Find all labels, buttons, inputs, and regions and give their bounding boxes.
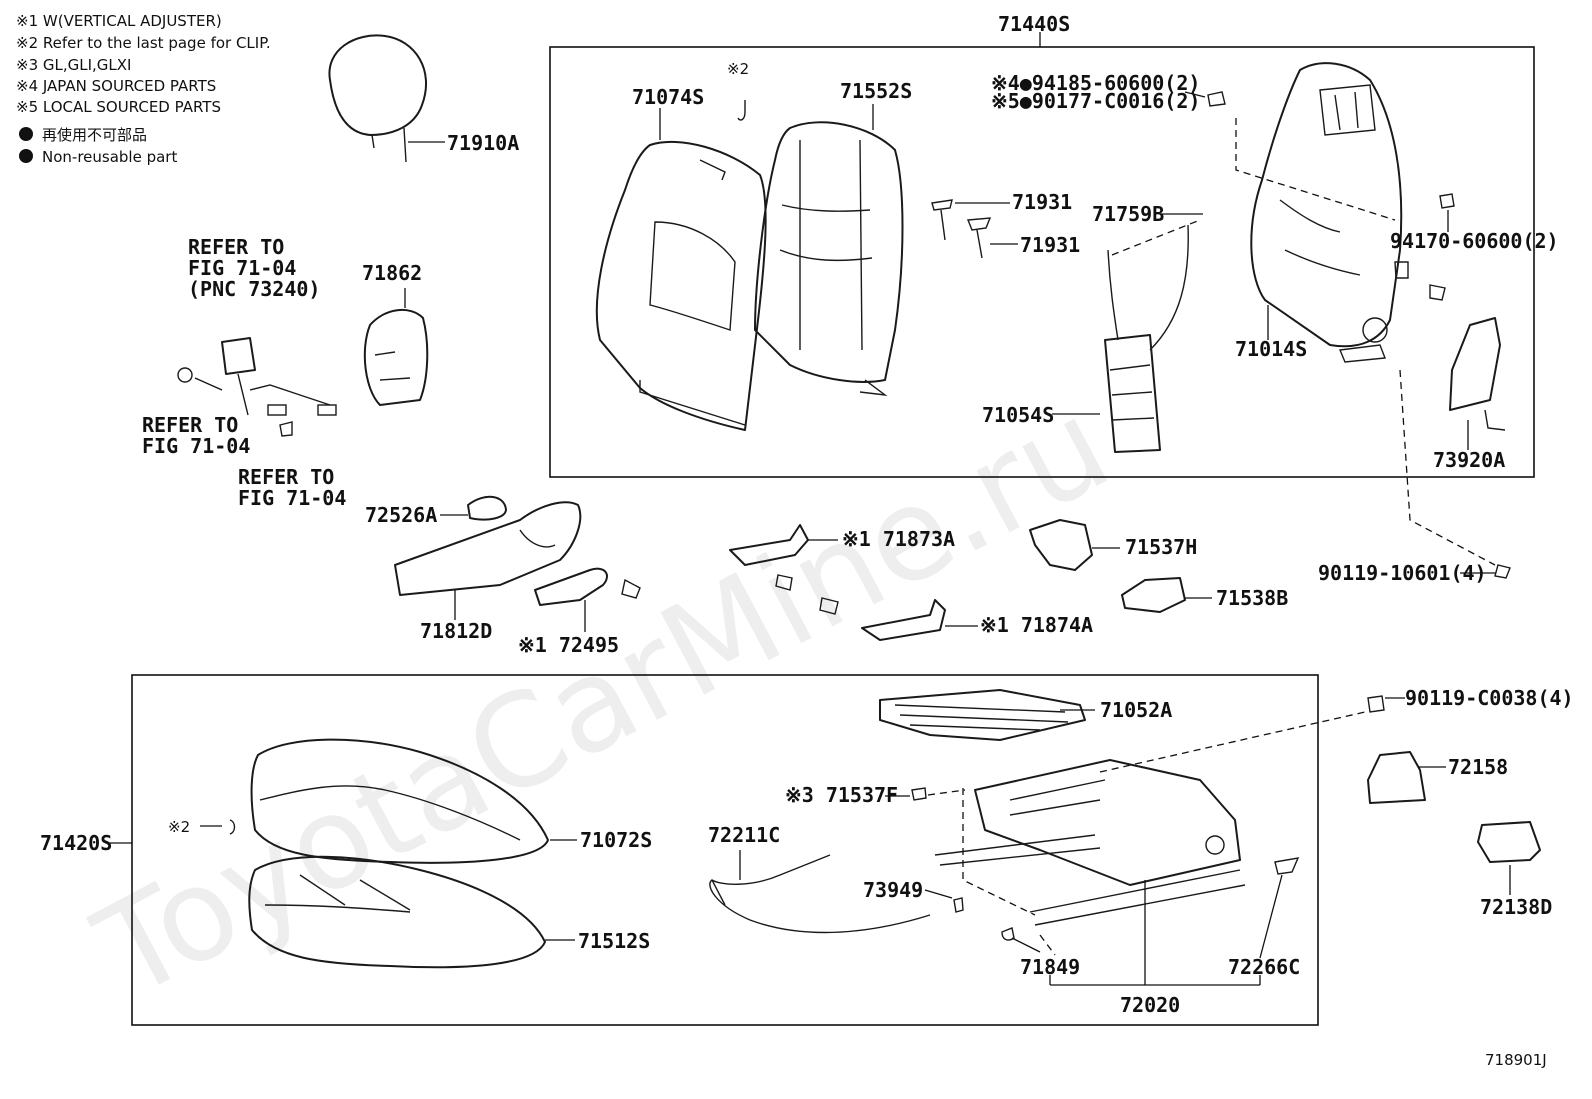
note-4: ※4 JAPAN SOURCED PARTS	[16, 77, 216, 95]
label-73920a[interactable]: 73920A	[1433, 448, 1505, 472]
label-71873a[interactable]: ※1 71873A	[842, 527, 955, 551]
bracket-drawing	[1394, 261, 1446, 301]
part-labels: 71440S 71910A 71074S ※2 71552S ※4●94185-…	[40, 12, 1574, 1017]
leader-line	[1235, 118, 1396, 221]
label-72020[interactable]: 72020	[1120, 993, 1180, 1017]
label-72211c[interactable]: 72211C	[708, 823, 780, 847]
clip-icon	[229, 819, 236, 835]
headrest-drawing	[328, 34, 427, 163]
label-refer-pnc: (PNC 73240)	[188, 277, 320, 301]
label-refer-to: REFER TO	[142, 413, 238, 437]
label-71014s[interactable]: 71014S	[1235, 337, 1307, 361]
leader-line	[1399, 369, 1496, 566]
side-airbag-drawing	[1449, 317, 1506, 431]
label-71074s[interactable]: 71074S	[632, 85, 704, 109]
label-72526a[interactable]: 72526A	[365, 503, 437, 527]
label-71862[interactable]: 71862	[362, 261, 422, 285]
label-94170-60600[interactable]: 94170-60600(2)	[1390, 229, 1559, 253]
lumbar-support-drawing	[1104, 219, 1201, 453]
label-refer-to: REFER TO	[238, 465, 334, 489]
label-refer-fig[interactable]: FIG 71-04	[142, 434, 250, 458]
label-71052a[interactable]: 71052A	[1100, 698, 1172, 722]
label-71759b[interactable]: 71759B	[1092, 202, 1164, 226]
label-refer-fig[interactable]: FIG 71-04	[238, 486, 346, 510]
label-71054s[interactable]: 71054S	[982, 403, 1054, 427]
label-71537h[interactable]: 71537H	[1125, 535, 1197, 559]
legend-notes: ※1 W(VERTICAL ADJUSTER) ※2 Refer to the …	[16, 12, 271, 166]
seat-track-cover-drawing	[1367, 751, 1541, 863]
nut-icon	[1439, 193, 1455, 209]
non-reusable-bullet-icon	[19, 149, 33, 163]
seat-hinge-drawing	[1029, 519, 1186, 613]
label-clip-note: ※2	[727, 60, 749, 78]
label-71931[interactable]: 71931	[1020, 233, 1080, 257]
label-73949[interactable]: 73949	[863, 878, 923, 902]
note-1: ※1 W(VERTICAL ADJUSTER)	[16, 12, 222, 30]
seatback-cover-drawing	[595, 140, 767, 431]
clip-icon	[953, 897, 964, 913]
note-5: ※5 LOCAL SOURCED PARTS	[16, 98, 221, 116]
note-3: ※3 GL,GLI,GLXI	[16, 56, 131, 74]
label-71537f[interactable]: ※3 71537F	[785, 783, 898, 807]
clip-icon	[1001, 927, 1015, 941]
label-71849[interactable]: 71849	[1020, 955, 1080, 979]
figure-code: 718901J	[1485, 1051, 1547, 1069]
seat-cushion-frame-drawing	[934, 759, 1300, 926]
release-cable-drawing	[709, 854, 931, 934]
label-71538b[interactable]: 71538B	[1216, 586, 1288, 610]
seatback-frame-drawing	[1250, 62, 1403, 363]
seat-shield-drawing	[394, 495, 582, 596]
bolt-icon	[1494, 564, 1511, 579]
label-72495[interactable]: ※1 72495	[518, 633, 619, 657]
nut-icon	[1207, 91, 1226, 107]
clip-icon	[911, 787, 927, 801]
label-71072s[interactable]: 71072S	[580, 828, 652, 852]
label-refer-fig[interactable]: FIG 71-04	[188, 256, 296, 280]
label-71512s[interactable]: 71512S	[578, 929, 650, 953]
label-90119-c0038[interactable]: 90119-C0038(4)	[1405, 686, 1574, 710]
label-71440s[interactable]: 71440S	[998, 12, 1070, 36]
leader-line	[1099, 711, 1366, 773]
label-clip-note: ※2	[168, 818, 190, 836]
note-6: 再使用不可部品	[42, 126, 147, 144]
label-71874a[interactable]: ※1 71874A	[980, 613, 1093, 637]
seat-cushion-assembly-box	[131, 674, 1319, 1026]
label-90177-c0016[interactable]: ※5●90177-C0016(2)	[991, 89, 1200, 113]
seat-cushion-pad-drawing	[248, 855, 546, 969]
label-94185-60600[interactable]: ※4●94185-60600(2)	[991, 71, 1200, 95]
label-71812d[interactable]: 71812D	[420, 619, 492, 643]
label-72266c[interactable]: 72266C	[1228, 955, 1300, 979]
label-71910a[interactable]: 71910A	[447, 131, 519, 155]
label-90119-10601[interactable]: 90119-10601(4)	[1318, 561, 1487, 585]
non-reusable-bullet-icon	[19, 127, 33, 141]
label-72138d[interactable]: 72138D	[1480, 895, 1552, 919]
label-71552s[interactable]: 71552S	[840, 79, 912, 103]
leader-line	[927, 789, 966, 796]
seatback-pad-drawing	[754, 121, 904, 397]
bolt-icon	[1367, 695, 1385, 713]
leader-line	[962, 788, 1056, 956]
note-2: ※2 Refer to the last page for CLIP.	[16, 34, 271, 52]
seat-cushion-cover-drawing	[250, 738, 549, 864]
label-71420s[interactable]: 71420S	[40, 831, 112, 855]
headrest-guide-drawing	[931, 199, 992, 259]
seat-trim-cover-drawing	[363, 308, 429, 406]
seat-spring-drawing	[879, 689, 1086, 741]
label-72158[interactable]: 72158	[1448, 755, 1508, 779]
label-71931[interactable]: 71931	[1012, 190, 1072, 214]
note-7: Non-reusable part	[42, 148, 177, 166]
recliner-cover-drawing	[534, 567, 641, 606]
clip-icon	[737, 100, 746, 121]
seatbelt-buckle-drawing	[177, 337, 337, 437]
seatback-assembly-box	[549, 46, 1535, 478]
label-refer-to: REFER TO	[188, 235, 284, 259]
